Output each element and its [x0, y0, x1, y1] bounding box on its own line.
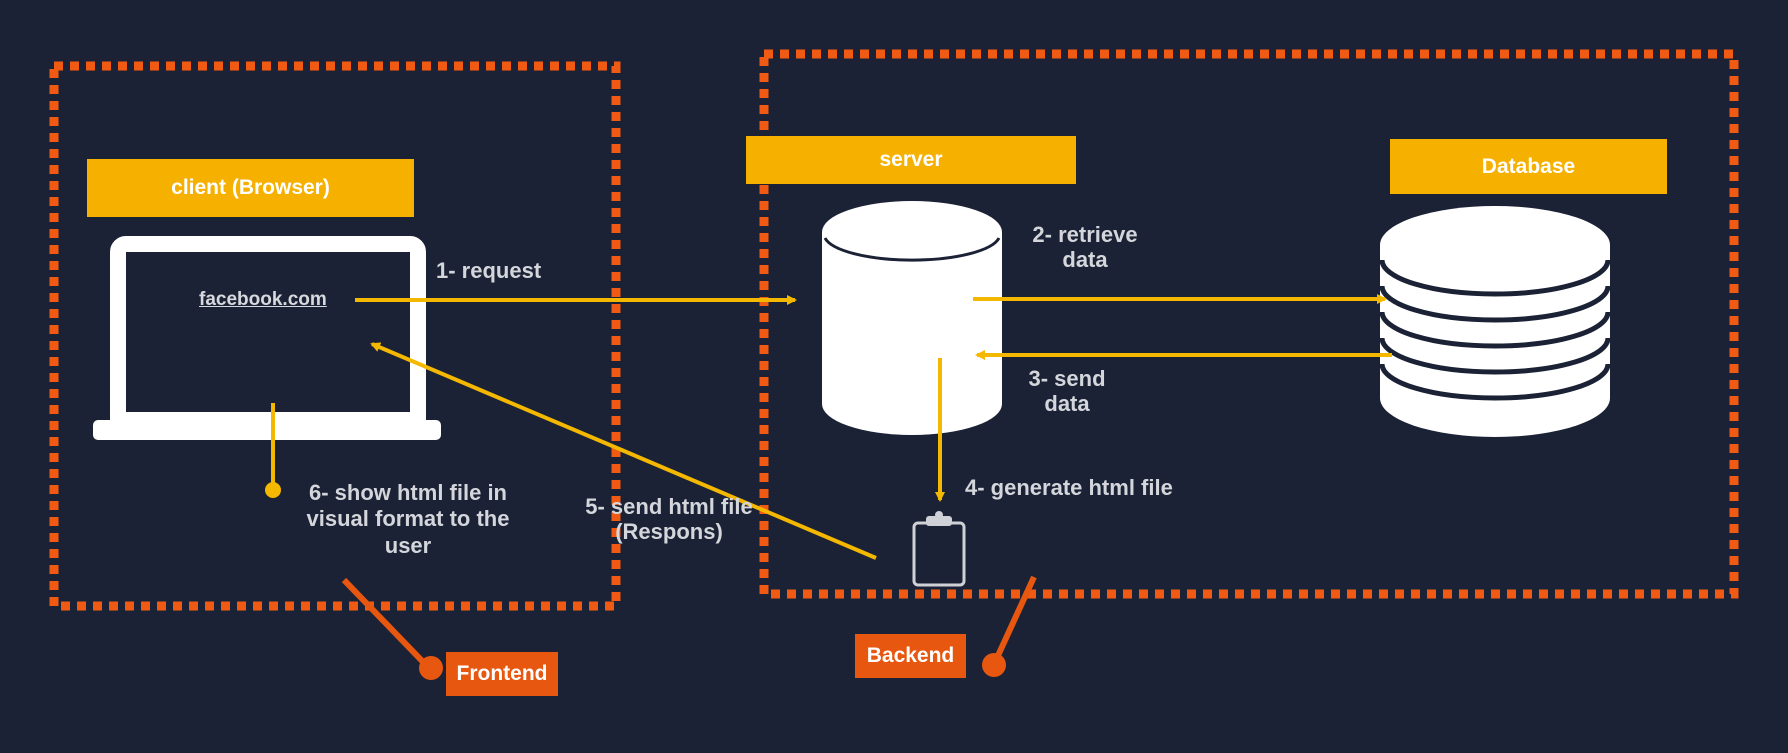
- browser-url[interactable]: facebook.com: [199, 289, 327, 310]
- step-6-show-html: 6- show html file in visual format to th…: [288, 480, 528, 559]
- frontend-tag-connector: [341, 577, 443, 680]
- database-label: Database: [1390, 139, 1667, 194]
- backend-tag-connector: [982, 575, 1037, 677]
- step-5-send-html: 5- send html file (Respons): [575, 494, 763, 545]
- step-3-line-2: data: [1044, 391, 1090, 417]
- connector-show-html: [265, 403, 281, 498]
- server-cylinder-icon: [822, 201, 1002, 435]
- server-label: server: [746, 136, 1076, 184]
- step-1-request: 1- request: [436, 258, 542, 283]
- client-label: client (Browser): [87, 159, 414, 217]
- step-5-line-2: (Respons): [615, 519, 723, 545]
- backend-tag: Backend: [855, 634, 966, 678]
- arrow-send-html: [370, 342, 877, 560]
- step-6-line-2: visual format to the: [306, 506, 510, 532]
- step-6-line-1: 6- show html file in: [308, 480, 507, 505]
- laptop-icon: [93, 236, 441, 440]
- step-3-send-data: 3- send data: [1012, 366, 1122, 417]
- step-5-line-1: 5- send html file: [585, 494, 753, 519]
- frontend-boundary: [49, 61, 621, 611]
- database-stack-icon: [1379, 206, 1611, 437]
- step-2-retrieve-data: 2- retrieve data: [1010, 222, 1160, 273]
- backend-boundary: [759, 49, 1739, 599]
- frontend-tag: Frontend: [446, 652, 558, 696]
- clipboard-icon: [912, 511, 966, 587]
- step-6-line-3: user: [384, 532, 432, 558]
- step-4-generate-html: 4- generate html file: [965, 475, 1173, 500]
- step-2-line-2: data: [1062, 247, 1108, 273]
- step-3-line-1: 3- send: [1028, 366, 1106, 391]
- step-2-line-1: 2- retrieve: [1032, 222, 1138, 247]
